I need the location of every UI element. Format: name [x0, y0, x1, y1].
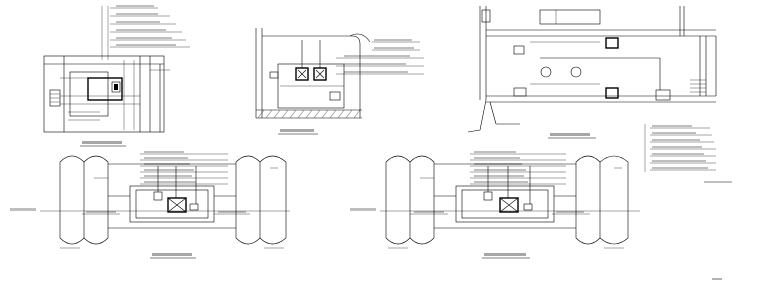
- top-right-plan: [467, 6, 732, 183]
- top-middle-hatch: [257, 109, 361, 119]
- bottom-left-leaders: [60, 151, 284, 249]
- top-right-leaders: [644, 124, 716, 172]
- top-left-leaders: [101, 5, 190, 60]
- bottom-right-leaders: [388, 151, 624, 249]
- top-left-plan: [43, 5, 190, 147]
- top-right-stairs: [690, 79, 706, 93]
- bottom-left-section: [10, 151, 290, 259]
- corner-marker: [712, 278, 722, 280]
- top-middle-leaders: [336, 39, 424, 75]
- bottom-right-section: [350, 151, 640, 259]
- top-middle-plan: [255, 28, 424, 135]
